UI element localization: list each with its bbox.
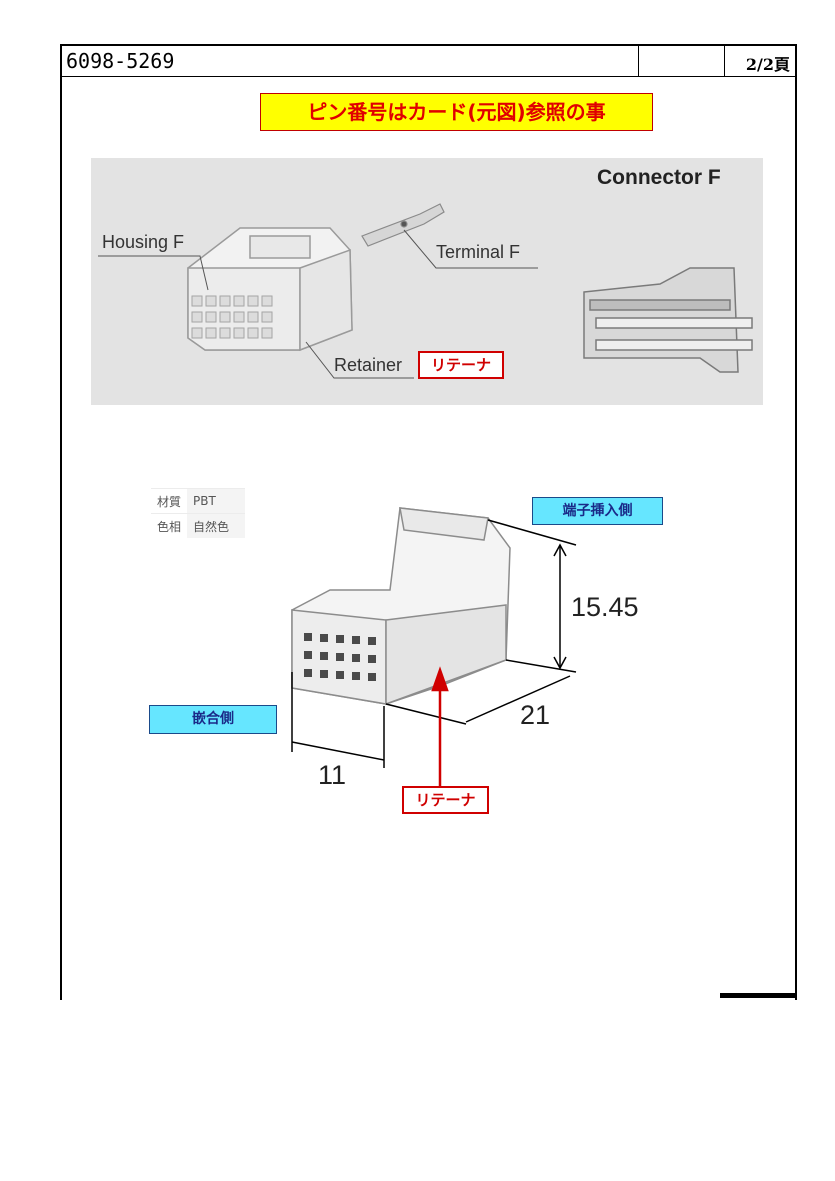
table-row: 材質 PBT [151,488,246,514]
retainer-jp-label: リテーナ [418,351,504,379]
terminal-label: Terminal F [436,242,521,262]
page-label: 2/2頁 [745,55,790,74]
pin-number-notice: ピン番号はカード(元図)参照の事 [260,93,653,131]
dimension-lines [291,519,577,768]
spec-value: PBT [187,488,246,514]
header-row: 6098-5269 2/2頁 [62,46,795,77]
document-frame: 6098-5269 2/2頁 [60,44,797,1000]
housing-label: Housing F [102,232,185,252]
header-blank-cell [638,46,725,76]
spec-key: 色相 [151,513,188,538]
depth-dimension: 21 [520,700,551,730]
table-row: 色相 自然色 [151,513,246,538]
header-page-cell: 2/2頁 [724,46,796,76]
footer-bar [720,993,797,998]
height-dimension: 15.45 [571,592,639,622]
housing-drawing [187,227,353,352]
retainer-callout: リテーナ [402,786,489,814]
spec-key: 材質 [151,488,188,514]
spec-table: 材質 PBT 色相 自然色 [151,488,246,538]
terminal-side-label: 端子挿入側 [532,497,663,525]
terminal-drawing [361,203,445,247]
doc-number: 6098-5269 [66,49,175,73]
mating-side-label: 嵌合側 [149,705,277,734]
cross-section-drawing [583,267,753,373]
panel-leader-lines [98,229,538,379]
width-dimension: 11 [318,760,347,790]
connector-3d-drawing [291,507,511,706]
retainer-arrow [431,666,449,786]
connector-title: Connector F [597,166,721,189]
spec-value: 自然色 [187,513,246,538]
retainer-label: Retainer [334,355,403,375]
